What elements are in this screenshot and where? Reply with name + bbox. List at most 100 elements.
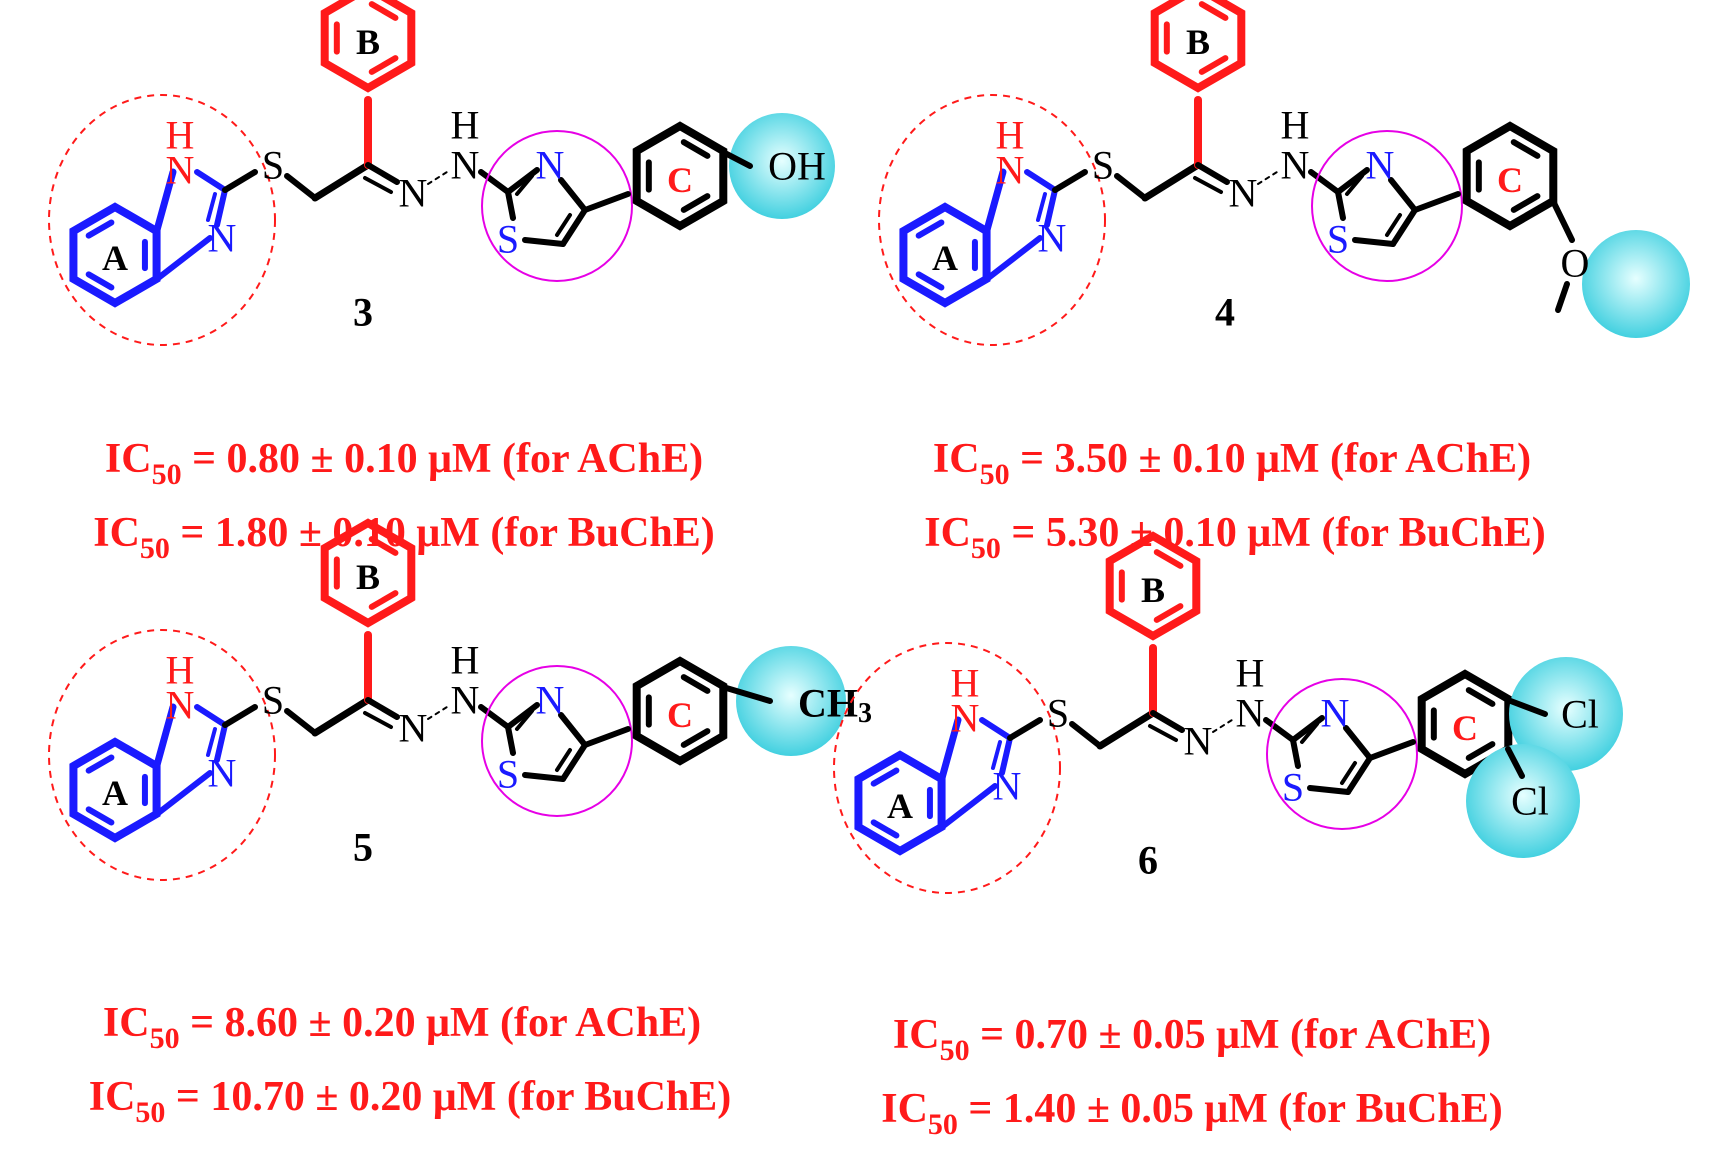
bond bbox=[222, 169, 258, 193]
ic50-6-ache: IC50 = 0.70 ± 0.05 μM (for AChE) bbox=[893, 1012, 1491, 1067]
ring-c-label: C bbox=[1452, 708, 1478, 748]
bond bbox=[522, 237, 566, 247]
bond bbox=[558, 712, 588, 748]
ring-a-label: A bbox=[932, 238, 958, 278]
ring-a-label: A bbox=[887, 786, 913, 826]
bond bbox=[154, 235, 213, 282]
bond bbox=[558, 177, 588, 213]
bond bbox=[505, 167, 540, 195]
bond bbox=[1555, 281, 1570, 313]
bond bbox=[311, 696, 372, 737]
bond bbox=[582, 191, 631, 213]
bond bbox=[214, 187, 228, 228]
nh-h-atom: H bbox=[166, 113, 195, 158]
substituent-sphere bbox=[729, 113, 835, 219]
benzimidazole-ellipse bbox=[48, 629, 276, 881]
compound-number: 4 bbox=[1215, 290, 1235, 335]
nh-h-atom: H bbox=[951, 661, 980, 706]
s-atom: S bbox=[262, 143, 284, 188]
bond bbox=[515, 174, 534, 196]
aromatic-bond bbox=[85, 271, 115, 291]
aromatic-bond bbox=[1153, 603, 1184, 623]
bond bbox=[1141, 161, 1202, 202]
bond bbox=[1290, 737, 1301, 769]
bond bbox=[984, 235, 1043, 282]
bond bbox=[1550, 198, 1575, 243]
ring-b bbox=[1150, 0, 1246, 93]
s-atom: S bbox=[1047, 691, 1069, 736]
bond bbox=[1307, 785, 1351, 795]
aromatic-bond bbox=[368, 536, 399, 556]
bond bbox=[363, 176, 393, 194]
bond bbox=[1263, 717, 1296, 743]
bond bbox=[1148, 724, 1178, 742]
thiazole-s-atom: S bbox=[497, 752, 519, 797]
bond bbox=[1367, 739, 1416, 761]
ring-c-label: C bbox=[667, 160, 693, 200]
bond bbox=[214, 722, 228, 763]
bond bbox=[153, 703, 177, 769]
bond bbox=[505, 724, 516, 756]
ring-b-label: B bbox=[1186, 22, 1210, 62]
bond bbox=[154, 770, 213, 817]
thiazole-s-atom: S bbox=[1327, 217, 1349, 262]
hydrazine-h-atom: H bbox=[1281, 103, 1310, 148]
hydrazine-n-atom: N bbox=[451, 678, 480, 723]
bond bbox=[983, 168, 1007, 234]
benzimidazole-ellipse bbox=[48, 94, 276, 346]
bond bbox=[1505, 746, 1525, 779]
ic50-3-buche: IC50 = 1.80 ± 0.10 μM (for BuChE) bbox=[93, 510, 715, 565]
ring-c bbox=[1462, 121, 1558, 231]
aromatic-bond bbox=[368, 1, 399, 21]
bond bbox=[1335, 189, 1346, 221]
bond bbox=[938, 716, 962, 782]
substituent-sphere bbox=[1582, 230, 1690, 338]
chloro-label-2: Cl bbox=[1511, 779, 1549, 824]
aromatic-bond bbox=[1510, 139, 1541, 159]
imine-n-atom: N bbox=[399, 171, 428, 216]
compound-number: 5 bbox=[353, 825, 373, 870]
bond bbox=[505, 702, 540, 730]
bond bbox=[1300, 722, 1319, 744]
bond bbox=[1343, 725, 1373, 761]
aromatic-bond bbox=[680, 728, 711, 748]
aromatic-bond bbox=[1153, 549, 1184, 569]
n3-atom: N bbox=[993, 764, 1022, 809]
imine-n-atom: N bbox=[399, 706, 428, 751]
bond bbox=[555, 748, 572, 772]
ic50-3-ache: IC50 = 0.80 ± 0.10 μM (for AChE) bbox=[105, 436, 703, 491]
bond bbox=[1308, 169, 1341, 195]
bond bbox=[1385, 213, 1402, 237]
bond bbox=[1335, 167, 1370, 195]
thiazole-circle bbox=[1311, 130, 1463, 282]
aromatic-bond bbox=[1510, 193, 1541, 213]
benzimidazole-ellipse bbox=[878, 94, 1106, 346]
n1-atom: N bbox=[166, 148, 195, 193]
bond bbox=[720, 149, 753, 169]
ring-b bbox=[1105, 531, 1201, 641]
hydrazine-n-atom: N bbox=[451, 143, 480, 188]
n3-atom: N bbox=[208, 216, 237, 261]
aromatic-bond bbox=[870, 819, 900, 839]
aromatic-bond bbox=[1198, 1, 1229, 21]
bond bbox=[522, 772, 566, 782]
n1-atom: N bbox=[951, 696, 980, 741]
thiazole-n-atom: N bbox=[1366, 143, 1395, 188]
bond bbox=[991, 740, 1002, 770]
aromatic-bond bbox=[680, 139, 711, 159]
ring-c-label: C bbox=[1497, 160, 1523, 200]
bond bbox=[1069, 721, 1103, 749]
aromatic-bond bbox=[680, 674, 711, 694]
thiazole-n-atom: N bbox=[1321, 691, 1350, 736]
hydrazine-n-atom: N bbox=[1236, 691, 1265, 736]
bond bbox=[1193, 176, 1223, 194]
bond bbox=[979, 717, 1013, 741]
bond bbox=[720, 684, 773, 704]
thiazole-circle bbox=[481, 130, 633, 282]
bond bbox=[206, 727, 217, 757]
bond bbox=[153, 168, 177, 234]
